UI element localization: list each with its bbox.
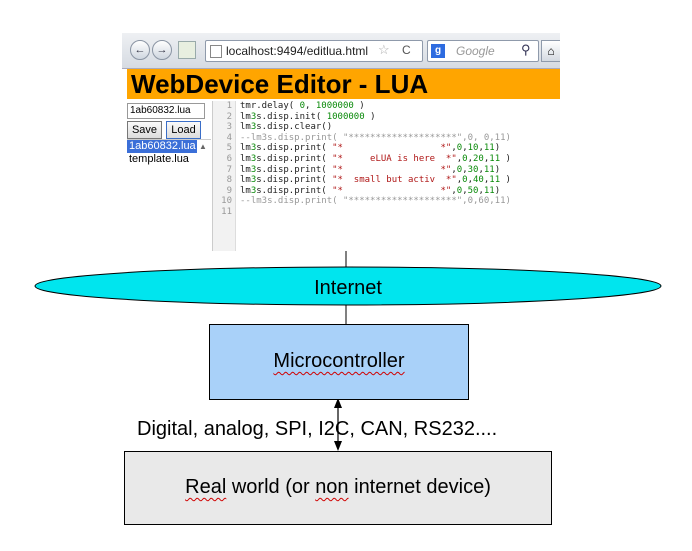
site-icon <box>178 41 196 59</box>
line-number: 8 <box>226 175 232 186</box>
line-number: 6 <box>226 153 232 164</box>
save-button[interactable]: Save <box>127 121 162 139</box>
real-world-box: Real world (or non internet device) <box>124 451 552 525</box>
protocols-label: Digital, analog, SPI, I2C, CAN, RS232...… <box>137 418 498 440</box>
load-button[interactable]: Load <box>166 121 201 139</box>
line-number: 4 <box>226 132 232 143</box>
code-line[interactable]: lm3s.disp.print( "* *",0,10,11) <box>240 143 501 154</box>
code-line[interactable] <box>240 207 560 218</box>
search-bar[interactable]: g Google ⚲ <box>427 40 539 62</box>
bidirectional-arrow <box>334 398 342 451</box>
line-number: 11 <box>221 206 232 217</box>
file-list[interactable]: 1ab60832.lua template.lua ▲ <box>127 139 211 251</box>
code-line[interactable]: --lm3s.disp.print( "********************… <box>240 132 511 143</box>
filename-input[interactable]: 1ab60832.lua <box>127 103 205 119</box>
microcontroller-label: Microcontroller <box>273 350 405 372</box>
editor-title: WebDevice Editor - LUA <box>131 69 429 99</box>
code-line[interactable]: lm3s.disp.print( "* small but activ *",0… <box>240 175 511 186</box>
home-icon: ⌂ <box>547 44 555 58</box>
address-bar-url: localhost:9494/editlua.html <box>226 44 369 58</box>
internet-label: Internet <box>314 277 382 299</box>
home-button[interactable]: ⌂ <box>541 40 560 62</box>
line-number: 1 <box>226 101 232 111</box>
code-line[interactable]: lm3s.disp.print( "* eLUA is here *",0,20… <box>240 153 511 164</box>
code-line[interactable]: --lm3s.disp.print( "********************… <box>240 196 511 207</box>
search-icon[interactable]: ⚲ <box>521 42 531 57</box>
editor-title-bar: WebDevice Editor - LUA <box>127 69 560 99</box>
back-arrow-icon: ← <box>134 44 146 56</box>
reload-icon[interactable]: C <box>402 43 411 57</box>
line-number: 5 <box>226 143 232 154</box>
back-button[interactable]: ← <box>130 40 150 60</box>
line-number: 9 <box>226 185 232 196</box>
search-placeholder: Google <box>456 44 495 58</box>
file-list-item[interactable]: template.lua <box>129 153 189 165</box>
real-world-label: Real world (or non internet device) <box>185 476 491 498</box>
code-line[interactable]: lm3s.disp.clear() <box>240 122 333 133</box>
code-line[interactable]: lm3s.disp.init( 1000000 ) <box>240 111 376 122</box>
line-number: 7 <box>226 164 232 175</box>
code-line[interactable]: lm3s.disp.print( "* *",0,30,11) <box>240 164 501 175</box>
file-list-item[interactable]: 1ab60832.lua <box>127 140 197 153</box>
browser-toolbar: ← → localhost:9494/editlua.html ☆ C g Go… <box>122 33 560 69</box>
code-area[interactable]: tmr.delay( 0, 1000000 )lm3s.disp.init( 1… <box>240 101 560 218</box>
scroll-up-icon[interactable]: ▲ <box>199 142 207 151</box>
line-number: 2 <box>226 111 232 122</box>
code-line[interactable]: tmr.delay( 0, 1000000 ) <box>240 101 365 111</box>
forward-button[interactable]: → <box>152 40 172 60</box>
browser-screenshot: ← → localhost:9494/editlua.html ☆ C g Go… <box>122 33 560 251</box>
forward-arrow-icon: → <box>156 44 168 56</box>
google-icon: g <box>431 44 445 58</box>
internet-ellipse <box>34 266 662 306</box>
code-line[interactable]: lm3s.disp.print( "* *",0,50,11) <box>240 185 501 196</box>
page-icon <box>210 45 222 58</box>
line-number: 3 <box>226 122 232 133</box>
line-number: 10 <box>221 196 232 207</box>
microcontroller-box: Microcontroller <box>209 324 469 400</box>
bookmark-star-icon[interactable]: ☆ <box>378 42 390 57</box>
file-sidebar: 1ab60832.lua Save Load 1ab60832.lua temp… <box>127 101 211 251</box>
address-bar[interactable]: localhost:9494/editlua.html ☆ C <box>205 40 423 62</box>
